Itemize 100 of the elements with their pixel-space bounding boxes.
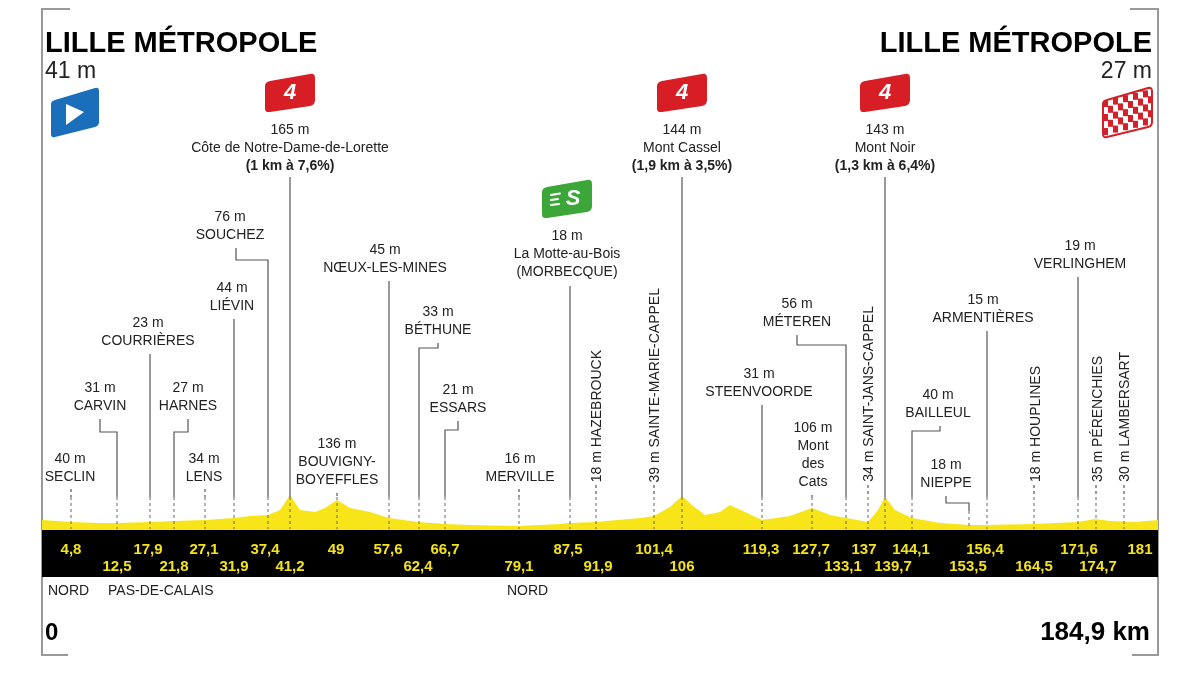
elevation-label: 136 m: [316, 434, 358, 452]
place-name: Mont Noir: [853, 138, 917, 156]
elevation-label: 31 m: [83, 378, 117, 396]
leader-line: [595, 484, 597, 530]
distance-marker: 164,5: [1015, 558, 1053, 573]
distance-marker: 21,8: [159, 558, 189, 573]
leader-line: [99, 418, 118, 530]
distance-marker: 144,1: [892, 541, 930, 556]
leader-line: [149, 353, 151, 530]
elevation-label: 21 m: [441, 380, 475, 398]
distance-marker: 31,9: [219, 558, 249, 573]
elevation-label: 106 m: [792, 418, 834, 436]
distance-marker: 12,5: [102, 558, 132, 573]
climb-category-badge: 4: [265, 72, 315, 112]
place-label: 18 m HOUPLINES: [1026, 366, 1044, 482]
distance-marker: 17,9: [133, 541, 163, 556]
distance-marker: 133,1: [824, 558, 862, 573]
leader-line: [204, 488, 206, 530]
leader-line: [1033, 484, 1035, 530]
place-name: ESSARS: [428, 398, 488, 416]
place-name: LENS: [184, 467, 224, 485]
place-name: NŒUX-LES-MINES: [322, 258, 448, 276]
elevation-label: 44 m: [215, 278, 249, 296]
distance-marker: 119,3: [742, 541, 780, 556]
distance-marker: 139,7: [874, 558, 912, 573]
leader-line: [761, 404, 763, 530]
leader-line: [653, 484, 655, 530]
altitude-label: 27 m: [1100, 59, 1152, 82]
place-name: CARVIN: [72, 396, 128, 414]
leader-line: [518, 488, 520, 530]
place-name: VERLINGHEM: [1032, 254, 1128, 272]
elevation-label: 56 m: [780, 294, 814, 312]
region-label: PAS-DE-CALAIS: [108, 583, 214, 597]
climb-category-badge: 4: [860, 72, 910, 112]
place-name: BÉTHUNE: [403, 320, 473, 338]
distance-marker: 101,4: [635, 541, 673, 556]
elevation-label: 18 m: [550, 226, 584, 244]
place-label: 34 m SAINT-JANS-CAPPEL: [859, 306, 877, 482]
elevation-label: 45 m: [368, 240, 402, 258]
elevation-profile-drawing: [42, 495, 1158, 530]
distance-marker: 66,7: [430, 541, 460, 556]
leader-line: [388, 280, 390, 530]
leader-line: [796, 334, 847, 530]
elevation-label: 23 m: [131, 313, 165, 331]
total-distance: 184,9 km: [1040, 618, 1150, 644]
elevation-label: 40 m: [53, 449, 87, 467]
leader-line: [911, 425, 941, 530]
leader-line: [70, 488, 72, 530]
distance-marker: 87,5: [553, 541, 583, 556]
leader-line: [867, 484, 869, 530]
place-name: SOUCHEZ: [194, 225, 266, 243]
place-name: COURRIÈRES: [100, 331, 196, 349]
place-label: 18 m HAZEBROUCK: [587, 349, 605, 482]
place-name: MÉTEREN: [761, 312, 833, 330]
elevation-label: 34 m: [187, 449, 221, 467]
place-name: BOUVIGNY-BOYEFFLES: [294, 452, 380, 488]
elevation-label: 18 m: [929, 455, 963, 473]
sprint-badge: S: [542, 178, 592, 218]
leader-line: [173, 418, 189, 530]
climb-gradient: (1 km à 7,6%): [244, 156, 336, 174]
place-label: 35 m PÉRENCHIES: [1088, 355, 1106, 482]
altitude-label: 41 m: [45, 59, 97, 82]
elevation-label: 27 m: [171, 378, 205, 396]
leader-line: [569, 285, 571, 530]
distance-marker: 79,1: [504, 558, 534, 573]
place-label: 30 m LAMBERSART: [1115, 352, 1133, 482]
place-name: ARMENTIÈRES: [931, 308, 1035, 326]
place-name: La Motte-au-Bois (MORBECQUE): [512, 244, 622, 280]
elevation-label: 40 m: [921, 385, 955, 403]
distance-marker: 106: [669, 558, 695, 573]
region-label: NORD: [48, 583, 90, 597]
place-name: MERVILLE: [484, 467, 556, 485]
distance-marker: 137: [851, 541, 877, 556]
climb-gradient: (1,3 km à 6,4%): [833, 156, 937, 174]
elevation-label: 165 m: [269, 120, 311, 138]
leader-line: [884, 176, 886, 530]
elevation-label: 143 m: [864, 120, 906, 138]
climb-category-badge: 4: [657, 72, 707, 112]
distance-marker: 57,6: [373, 541, 403, 556]
leader-line: [418, 342, 439, 530]
place-name: Côte de Notre-Dame-de-Lorette: [190, 138, 390, 156]
place-name: NIEPPE: [919, 473, 973, 491]
leader-line: [1077, 276, 1079, 530]
leader-line: [1123, 484, 1125, 530]
leader-line: [233, 318, 235, 530]
leader-line: [235, 247, 269, 530]
distance-marker: 181: [1127, 541, 1153, 556]
climb-gradient: (1,9 km à 3,5%): [630, 156, 734, 174]
start-distance: 0: [45, 620, 59, 644]
distance-marker: 156,4: [966, 541, 1004, 556]
place-name: SECLIN: [43, 467, 97, 485]
elevation-label: 76 m: [213, 207, 247, 225]
place-name: HARNES: [157, 396, 219, 414]
elevation-label: 33 m: [421, 302, 455, 320]
place-name: Mont des Cats: [796, 436, 830, 490]
elevation-label: 16 m: [503, 449, 537, 467]
elevation-label: 144 m: [661, 120, 703, 138]
distance-marker: 174,7: [1079, 558, 1117, 573]
elevation-label: 15 m: [966, 290, 1000, 308]
distance-marker: 49: [327, 541, 345, 556]
